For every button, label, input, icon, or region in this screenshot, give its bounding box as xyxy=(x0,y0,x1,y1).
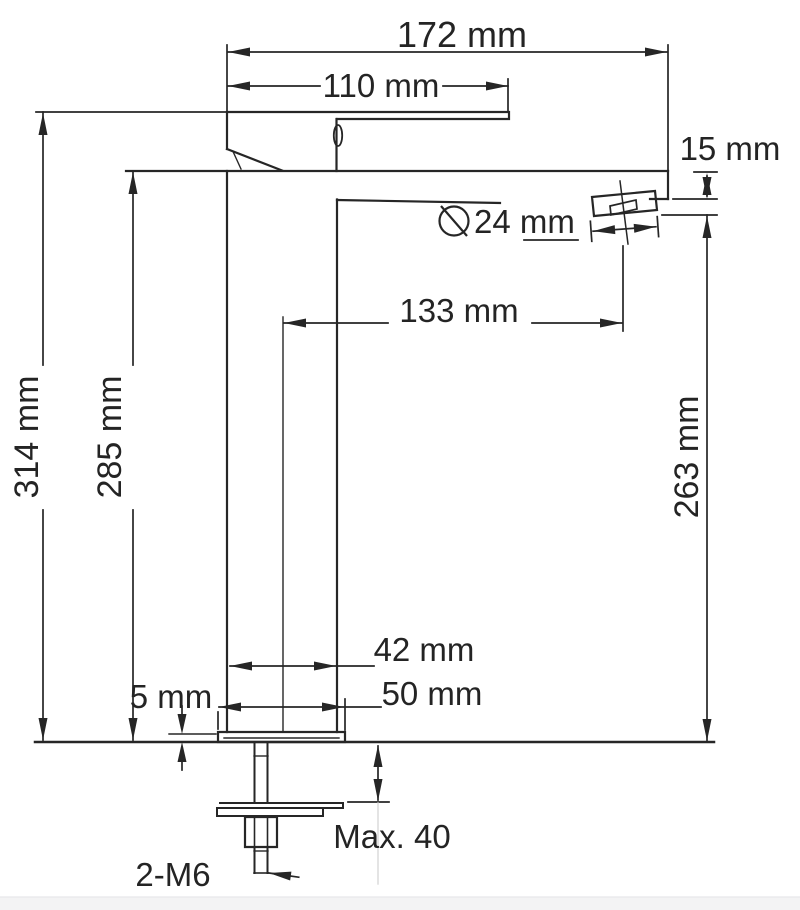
arrow-133-right xyxy=(600,318,622,328)
aerator-outer-box xyxy=(590,189,659,218)
threaded-rod-upper xyxy=(253,742,269,804)
arrow-285-down xyxy=(128,718,138,740)
dim-label-total-height: 314 mm xyxy=(8,376,46,499)
dim-label-handle-length: 110 mm xyxy=(323,67,440,104)
arrow-172-left xyxy=(228,47,250,57)
arrow-42-right xyxy=(314,661,336,671)
arrow-314-down xyxy=(38,718,48,740)
nut-facet-lines xyxy=(253,816,269,848)
dim-label-body-width: 42 mm xyxy=(374,631,475,668)
aerator-inner-box xyxy=(609,198,638,217)
arrow-5-up xyxy=(177,742,187,762)
base-plate xyxy=(216,730,347,744)
dim-label-body-height: 285 mm xyxy=(91,376,129,499)
arrow-24-group xyxy=(593,223,656,235)
arrow-max40-down xyxy=(373,779,383,801)
spout-underside-left xyxy=(335,198,502,205)
dim-label-spout-projection: 133 mm xyxy=(399,292,518,329)
arrow-50-left xyxy=(219,702,241,712)
dim-24-ext-right xyxy=(656,215,660,238)
dim-label-total-width: 172 mm xyxy=(397,14,527,55)
arrow-50-right xyxy=(322,702,344,712)
mounting-nut xyxy=(243,815,279,849)
arrow-263-down xyxy=(702,719,712,741)
arrow-110-right xyxy=(486,81,508,91)
dim-label-spout-thickness: 15 mm xyxy=(680,130,781,167)
dim-label-base-width: 50 mm xyxy=(382,675,483,712)
diameter-icon-circle xyxy=(438,205,470,237)
arrow-2m6-left xyxy=(269,871,292,881)
dimension-arrowheads xyxy=(38,47,712,881)
arrow-max40-up xyxy=(373,745,383,767)
dim-label-base-plate-thickness: 5 mm xyxy=(130,678,213,715)
arrow-285-up xyxy=(128,172,138,194)
handle-wedge-diagonal xyxy=(225,147,284,172)
diameter-icon-slash xyxy=(440,205,468,237)
footer-band xyxy=(0,897,800,910)
dim-label-thread: 2-M6 xyxy=(135,856,210,893)
aerator-axis-line xyxy=(619,180,629,245)
arrow-133-left xyxy=(284,318,306,328)
dimension-labels: 172 mm 110 mm 15 mm 24 mm 133 mm 314 mm … xyxy=(8,14,780,893)
arrow-2m6-group xyxy=(269,871,292,881)
dimension-lines xyxy=(35,44,718,885)
dim-label-mounting-max: Max. 40 xyxy=(333,818,450,855)
washer-plate xyxy=(216,802,344,817)
arrow-42-left xyxy=(230,661,252,671)
arrow-24-right xyxy=(633,223,656,233)
footer-strip xyxy=(0,896,800,910)
arrow-263-up xyxy=(702,216,712,238)
dim-label-spout-clearance: 263 mm xyxy=(668,396,706,519)
diameter-icon xyxy=(438,205,470,237)
handle-top-plate xyxy=(225,110,511,121)
dim-24-ext-left xyxy=(589,220,593,243)
arrow-5-down xyxy=(177,714,187,734)
arrow-314-up xyxy=(38,113,48,135)
arrow-172-right xyxy=(645,47,667,57)
arrow-110-left xyxy=(228,81,250,91)
arrow-15-down xyxy=(702,177,712,199)
handle-wedge-inner-line xyxy=(232,150,242,170)
dim-label-aerator-diameter: 24 mm xyxy=(474,203,575,240)
handle-pivot-icon xyxy=(332,124,344,147)
arrow-24-left xyxy=(593,225,616,235)
faucet-outline xyxy=(33,110,716,874)
